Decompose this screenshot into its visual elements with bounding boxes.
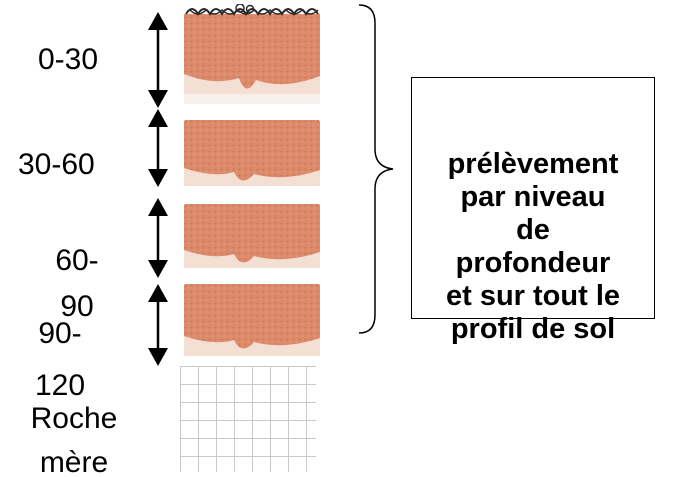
bedrock-label: Roche mère [30,402,118,477]
depth-arrow-90-120 [148,284,168,366]
annotation-line-6: profil de sol [450,313,616,345]
depth-label-90-120: 90-120 [34,317,86,402]
depth-arrow-0-30 [148,12,168,108]
annotation-text: prélèvement par niveau de profondeur et … [401,148,665,346]
depth-arrow-60-90 [148,198,168,278]
soil-layer-90-120 [184,284,320,356]
annotation-line-1: prélèvement [447,148,619,180]
depth-label-0-30: 0-30 [38,43,99,76]
depth-label-30-60: 30-60 [18,148,95,181]
soil-layer-0-30 [184,4,320,104]
annotation-box [411,77,655,319]
annotation-line-4: profondeur [455,247,611,279]
soil-layer-30-60 [184,120,320,186]
soil-layer-60-90 [184,204,320,268]
annotation-line-2: par niveau [460,181,606,213]
annotation-line-3: de [516,214,550,246]
annotation-line-5: et sur tout le [445,280,620,312]
bedrock-grid [180,366,316,472]
depth-label-60-90: 60-90 [55,244,99,323]
curly-brace [358,4,394,334]
depth-arrow-30-60 [148,109,168,187]
